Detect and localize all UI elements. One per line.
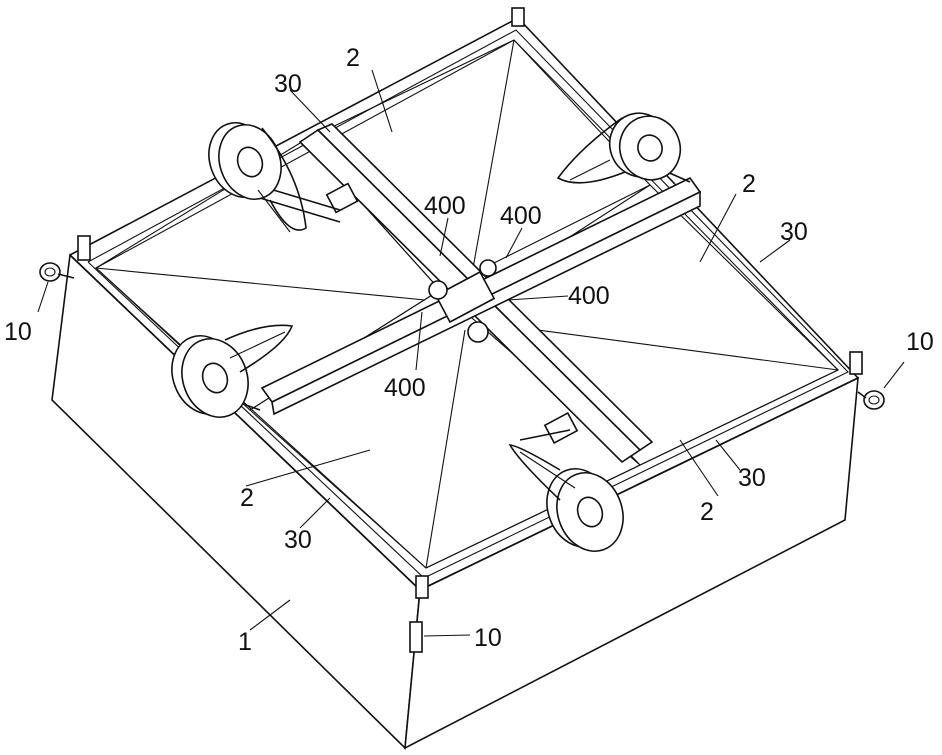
- label-ring-bottom: 10: [474, 624, 502, 652]
- leader-lines: [37, 69, 905, 637]
- pulley-left: [171, 324, 294, 418]
- label-panel-right: 2: [742, 170, 756, 198]
- label-rail-top: 30: [274, 70, 302, 98]
- ring-left: [39, 262, 75, 282]
- label-rail-left: 30: [284, 526, 312, 554]
- pulley-bottom-right: [508, 444, 624, 552]
- label-rail-bottom: 30: [738, 464, 766, 492]
- label-panel-top: 2: [346, 44, 360, 72]
- reference-labels: 1 2 2 2 2 30 30 30 30 400 400 400 400 10…: [4, 44, 934, 656]
- pulley-top-right: [556, 112, 682, 184]
- label-panel-bottom: 2: [700, 498, 714, 526]
- box-body: [51, 17, 860, 750]
- label-hinge-upper-left: 400: [424, 192, 466, 220]
- label-ring-right: 10: [906, 328, 934, 356]
- label-ring-left: 10: [4, 318, 32, 346]
- label-rail-right: 30: [780, 218, 808, 246]
- ring-bottom: [409, 621, 423, 653]
- label-hinge-right: 400: [568, 282, 610, 310]
- label-box-body: 1: [238, 628, 252, 656]
- cross-beams: [260, 123, 702, 464]
- label-hinge-upper-right: 400: [500, 202, 542, 230]
- pulley-top-left: [208, 122, 307, 233]
- label-hinge-lower-left: 400: [384, 374, 426, 402]
- ring-right: [857, 390, 885, 410]
- label-panel-left: 2: [240, 484, 254, 512]
